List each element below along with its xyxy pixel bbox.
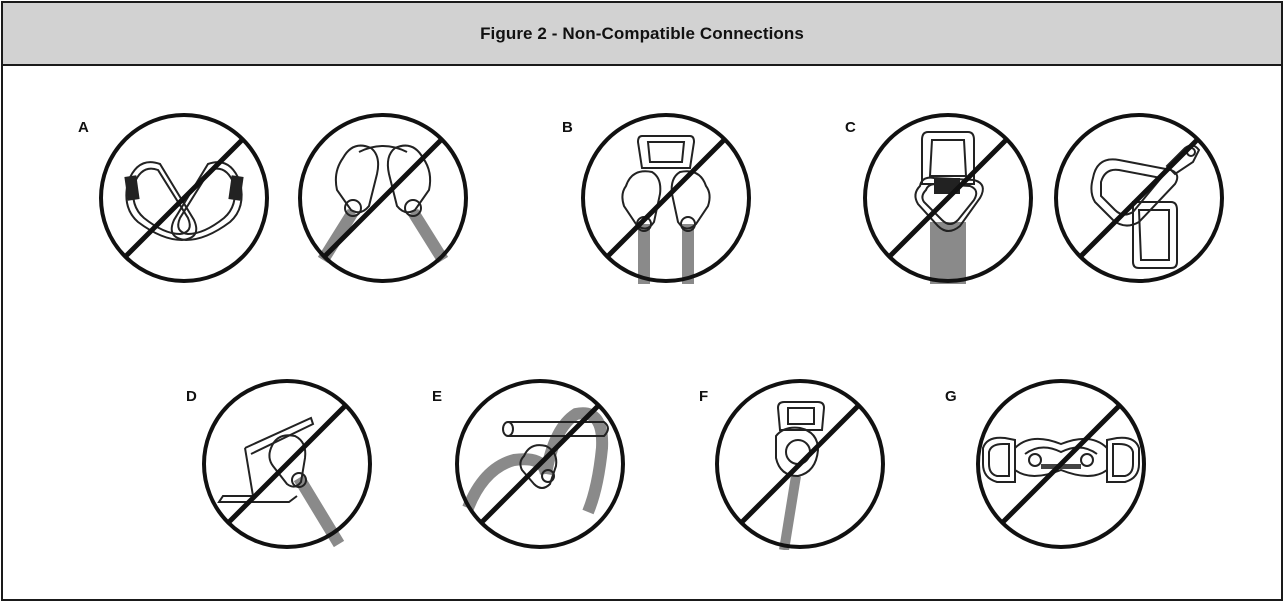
label-d: D (186, 388, 197, 405)
prohibited-snaphooks-to-each-other-icon (976, 379, 1146, 549)
prohibited-lanyard-choke-icon (455, 379, 625, 549)
figure-title: Figure 2 - Non-Compatible Connections (480, 23, 804, 43)
prohibited-two-snaphooks-icon (298, 113, 468, 283)
label-g: G (945, 388, 957, 405)
figure-header: Figure 2 - Non-Compatible Connections (3, 3, 1281, 66)
prohibited-carabiner-on-dring-icon (863, 113, 1033, 284)
prohibited-strap-on-dring-icon (715, 379, 885, 550)
label-f: F (699, 388, 709, 405)
label-e: E (432, 388, 443, 405)
label-a: A (78, 119, 89, 136)
label-b: B (562, 119, 573, 136)
prohibited-snaphook-on-bracket-icon (202, 379, 372, 549)
prohibited-two-carabiners-icon (99, 113, 269, 283)
prohibited-snaphook-on-dring-icon (1054, 113, 1224, 283)
label-c: C (845, 119, 856, 136)
prohibited-two-snaphooks-on-dring-icon (581, 113, 751, 284)
